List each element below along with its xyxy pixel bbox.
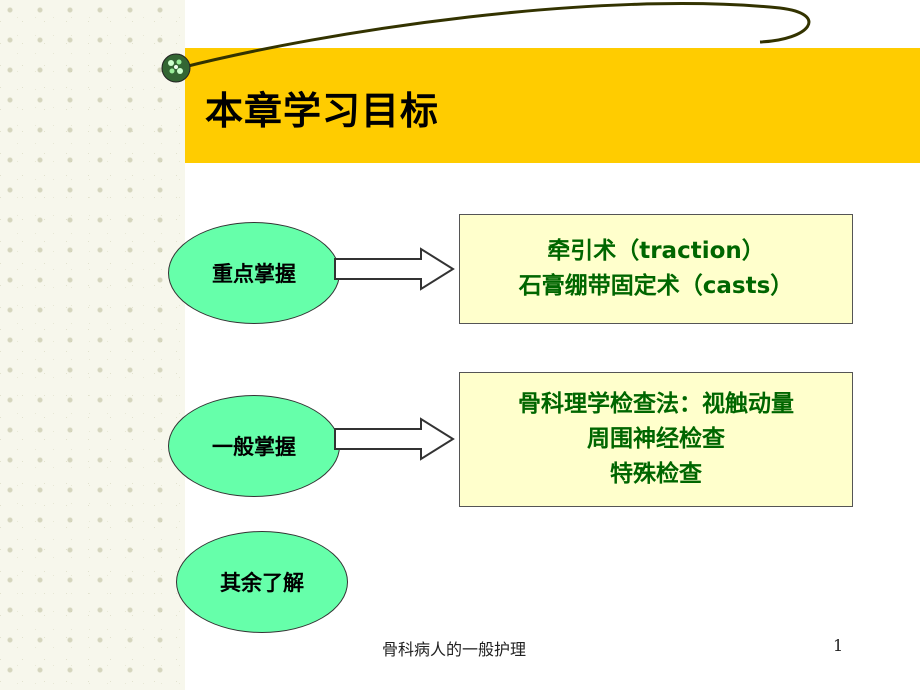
- oval-general-mastery: 一般掌握: [168, 395, 340, 497]
- general-mastery-box: 骨科理学检查法：视触动量 周围神经检查 特殊检查: [459, 372, 853, 507]
- box-line: 骨科理学检查法：视触动量: [518, 391, 794, 417]
- box-line: 牵引术（traction）: [547, 238, 765, 264]
- green-sphere-icon: [161, 53, 191, 83]
- swoosh-decoration: [179, 2, 811, 70]
- decorative-pattern-strip: [0, 0, 185, 690]
- oval-other-understanding: 其余了解: [176, 531, 348, 633]
- key-mastery-box: 牵引术（traction） 石膏绷带固定术（casts）: [459, 214, 853, 324]
- slide-footer: 骨科病人的一般护理: [382, 640, 527, 659]
- right-arrow-icon: [334, 247, 455, 291]
- right-arrow-icon: [334, 417, 455, 461]
- slide-title: 本章学习目标: [205, 89, 440, 133]
- box-line: 特殊检查: [610, 461, 702, 487]
- page-number: 1: [833, 636, 844, 655]
- box-line: 石膏绷带固定术（casts）: [518, 273, 794, 299]
- box-line: 周围神经检查: [587, 426, 725, 452]
- oval-key-mastery: 重点掌握: [168, 222, 340, 324]
- title-band: [185, 48, 920, 163]
